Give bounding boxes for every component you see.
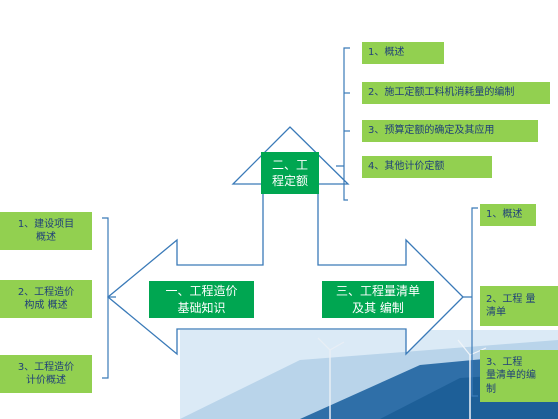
top-item-3: 3、预算定额的确定及其应用: [362, 120, 538, 142]
left-brace: [102, 217, 116, 379]
right-item-1: 1、概述: [480, 204, 536, 226]
left-item-3: 3、工程造价 计价概述: [0, 355, 92, 393]
top-item-4: 4、其他计价定额: [362, 156, 492, 178]
center-right-label: 三、工程量清单 及其 编制: [322, 281, 434, 318]
top-item-1: 1、概述: [362, 42, 444, 64]
right-brace: [463, 207, 478, 397]
right-item-2: 2、工程 量 清单: [480, 286, 558, 326]
top-item-2: 2、施工定额工料机消耗量的编制: [362, 82, 550, 104]
center-left-label: 一、工程造价 基础知识: [149, 281, 254, 318]
top-bracket-ticks: [344, 92, 350, 132]
top-bracket: [336, 47, 350, 201]
center-top-label: 二、工 程定额: [261, 152, 319, 194]
left-item-1: 1、建设项目 概述: [0, 212, 92, 250]
right-item-3: 3、工程 量清单的编 制: [480, 350, 558, 402]
left-item-2: 2、工程造价 构成 概述: [0, 280, 92, 318]
